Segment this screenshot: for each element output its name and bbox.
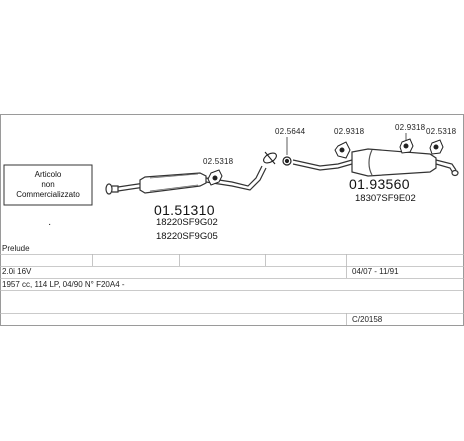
front-part-ref-2: 18220SF9G05 (156, 231, 218, 242)
clamp-3-label: 02.9318 (334, 127, 365, 136)
front-part-ref-1: 18220SF9G02 (156, 217, 218, 228)
table-model: Prelude (2, 244, 30, 253)
rear-part-ref: 18307SF9E02 (355, 193, 416, 204)
clamp-4-icon (399, 138, 414, 154)
clamp-1-label: 02.5318 (203, 157, 234, 166)
table-code: C/20158 (352, 315, 383, 324)
rear-pipe-assembly (292, 148, 459, 177)
front-pipe-assembly (105, 165, 267, 195)
clamp-2-icon (263, 151, 277, 165)
clamp-2-label: 02.5644 (275, 127, 306, 136)
not-available-line1: Articolo (35, 170, 62, 179)
bullet-mark: · (48, 219, 51, 230)
not-available-box (3, 164, 93, 206)
gasket-icon (282, 156, 292, 166)
not-available-line2: non (41, 180, 54, 189)
rear-part-code: 01.93560 (349, 176, 410, 192)
table-engine: 2.0i 16V (2, 267, 32, 276)
table-years: 04/07 - 11/91 (352, 267, 399, 276)
clamp-3-icon (334, 141, 351, 159)
diagram-frame (0, 114, 464, 326)
clamp-4-label: 02.9318 (395, 123, 426, 132)
not-available-line3: Commercializzato (16, 190, 80, 199)
table-spec: 1957 cc, 114 LP, 04/90 N° F20A4 - (2, 280, 125, 289)
clamp-5-icon (429, 139, 444, 155)
front-part-code: 01.51310 (154, 202, 215, 218)
info-table-grid (0, 254, 464, 325)
clamp-1-icon (207, 169, 223, 186)
clamp-5-label: 02.5318 (426, 127, 457, 136)
